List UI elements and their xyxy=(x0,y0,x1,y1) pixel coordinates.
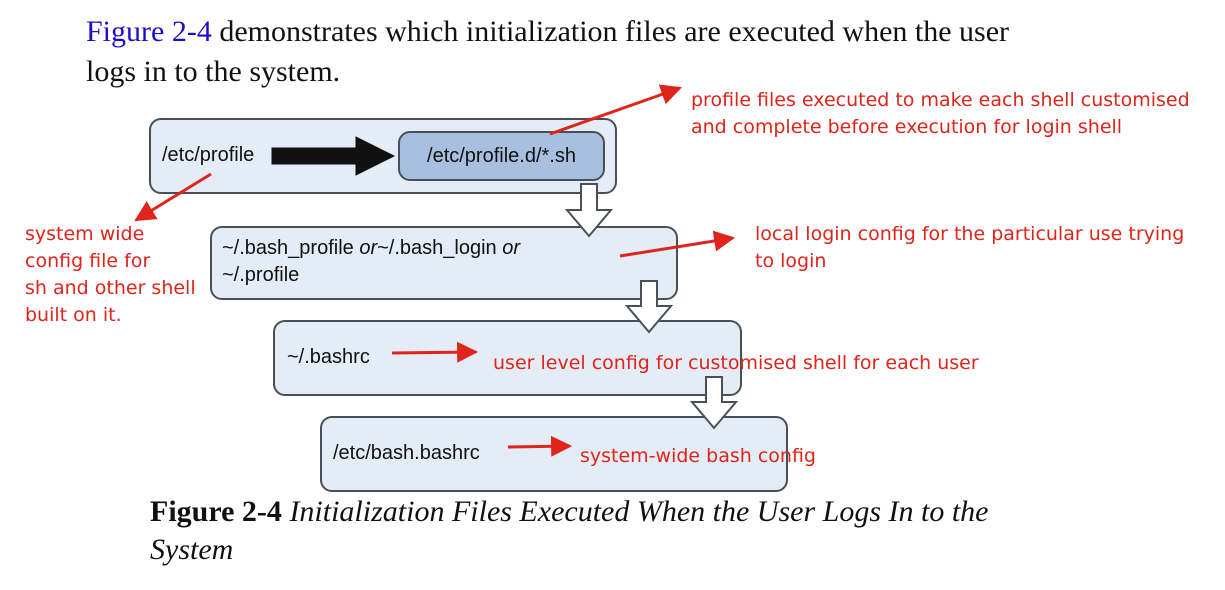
caption-title-line2: System xyxy=(150,533,234,566)
red-arrow-bash-bashrc xyxy=(507,435,573,457)
note-profile-files-line2: and complete before execution for login … xyxy=(691,116,1123,138)
bash-profile-label: ~/.bash_profile xyxy=(222,237,354,259)
note-system-wide: system wide config file for sh and other… xyxy=(25,221,196,329)
figure-reference-link[interactable]: Figure 2-4 xyxy=(86,15,212,48)
or-word-2: or xyxy=(502,237,521,259)
bash-profile-line1: ~/.bash_profile or~/.bash_login or xyxy=(222,235,520,261)
caption-label: Figure 2-4 xyxy=(150,495,282,528)
note-system-wide-line2: config file for xyxy=(25,250,151,272)
bashrc-box xyxy=(273,320,742,396)
red-arrow-etc-profile xyxy=(134,172,212,222)
intro-text-line1: demonstrates which initialization files … xyxy=(211,15,1010,48)
etc-profile-label: /etc/profile xyxy=(162,144,255,166)
or-word-1: or xyxy=(359,237,378,259)
bash-profile-box xyxy=(210,226,678,300)
bash-bashrc-label: /etc/bash.bashrc xyxy=(333,442,480,464)
red-arrow-bashrc xyxy=(391,341,479,363)
note-user-level: user level config for customised shell f… xyxy=(493,352,979,374)
bash-login-label: ~/.bash_login xyxy=(377,237,497,259)
profile-d-box: /etc/profile.d/*.sh xyxy=(398,131,605,181)
down-arrow-icon-1 xyxy=(564,183,614,238)
note-local-login-line1: local login config for the particular us… xyxy=(755,223,1185,245)
note-system-wide-line3: sh and other shell xyxy=(25,277,196,299)
intro-paragraph: Figure 2-4 demonstrates which initializa… xyxy=(86,12,1086,92)
profile-d-label: /etc/profile.d/*.sh xyxy=(427,144,576,167)
note-local-login: local login config for the particular us… xyxy=(755,221,1184,275)
note-system-wide-line4: built on it. xyxy=(25,304,122,326)
red-arrow-bash-profile xyxy=(619,230,736,258)
note-system-wide-line1: system wide xyxy=(25,223,145,245)
intro-text-line2: logs in to the system. xyxy=(86,55,341,88)
black-arrow-icon xyxy=(271,136,396,176)
note-local-login-line2: to login xyxy=(755,250,827,272)
figure-caption: Figure 2-4 Initialization Files Executed… xyxy=(150,493,1150,569)
profile-label: ~/.profile xyxy=(222,264,300,286)
note-profile-files-line1: profile files executed to make each shel… xyxy=(691,89,1190,111)
down-arrow-icon-3 xyxy=(689,376,739,430)
note-profile-files: profile files executed to make each shel… xyxy=(691,87,1190,141)
bashrc-label: ~/.bashrc xyxy=(287,346,370,368)
note-system-bash: system-wide bash config xyxy=(580,445,816,467)
down-arrow-icon-2 xyxy=(624,280,674,334)
red-arrow-profile-d xyxy=(549,84,682,136)
caption-title-line1: Initialization Files Executed When the U… xyxy=(289,495,989,528)
